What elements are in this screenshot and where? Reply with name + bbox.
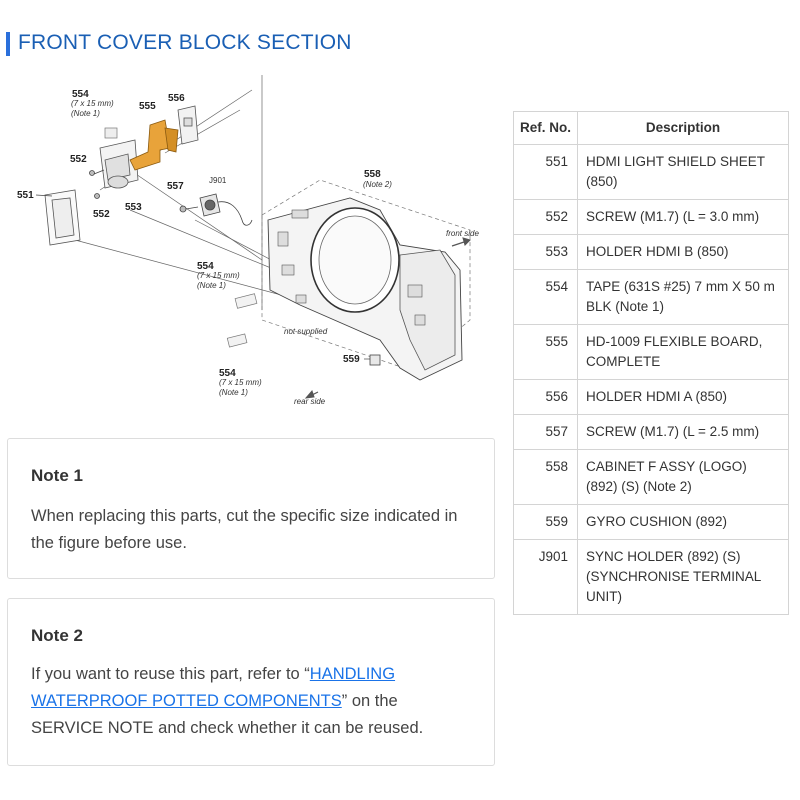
label-552-b: 552 (93, 209, 110, 220)
note-1-title: Note 1 (31, 466, 83, 485)
label-J901: J901 (209, 176, 227, 185)
ref-no-cell: 559 (513, 504, 578, 540)
part-551-shield-sheet (35, 189, 81, 246)
part-554-tape-low (226, 333, 248, 348)
description-cell: SCREW (M1.7) (L = 2.5 mm) (577, 414, 789, 450)
ref-no-cell: 555 (513, 324, 578, 380)
label-559: 559 (343, 354, 360, 365)
note-2-body: If you want to reuse this part, refer to… (31, 661, 474, 742)
note-1-card: Note 1 When replacing this parts, cut th… (7, 438, 495, 579)
description-cell: HOLDER HDMI B (850) (577, 234, 789, 270)
ref-no-cell: J901 (513, 539, 578, 615)
label-554-mid-note: (Note 1) (197, 281, 226, 290)
exploded-view-diagram: 554 555 556 552 551 552 553 557 558 554 … (17, 75, 479, 406)
header-description: Description (577, 111, 789, 145)
label-554-low: 554 (219, 368, 236, 379)
description-cell: HDMI LIGHT SHIELD SHEET (850) (577, 144, 789, 200)
part-553-holder-b (99, 139, 139, 189)
label-557: 557 (167, 181, 184, 192)
note-2-body-after: ” on the SERVICE NOTE and check whether … (31, 692, 424, 737)
front-side-arrow (451, 237, 471, 247)
label-554-low-size: (7 x 15 mm) (219, 378, 262, 387)
part-555-flex-board (129, 119, 179, 171)
title-accent-bar (6, 32, 10, 56)
label-551: 551 (17, 190, 34, 201)
part-552-screws (89, 169, 105, 199)
description-cell: SCREW (M1.7) (L = 3.0 mm) (577, 199, 789, 235)
label-556: 556 (168, 93, 185, 104)
part-556-holder-a (177, 105, 199, 145)
label-554-mid-size: (7 x 15 mm) (197, 271, 240, 280)
table-header-row: Ref. No. Description (513, 111, 789, 145)
ref-no-cell: 556 (513, 379, 578, 415)
header-ref-no: Ref. No. (513, 111, 578, 145)
label-554-top-note: (Note 1) (71, 109, 100, 118)
label-not-supplied: not supplied (284, 327, 328, 336)
label-558: 558 (364, 169, 381, 180)
ref-no-cell: 553 (513, 234, 578, 270)
note-2-card: Note 2 If you want to reuse this part, r… (7, 598, 495, 766)
ref-no-cell: 551 (513, 144, 578, 200)
page-title: FRONT COVER BLOCK SECTION (18, 31, 352, 54)
description-cell: HOLDER HDMI A (850) (577, 379, 789, 415)
ref-no-cell: 552 (513, 199, 578, 235)
handling-waterproof-link[interactable]: HANDLING WATERPROOF POTTED COMPONENTS (31, 665, 396, 710)
description-cell: CABINET F ASSY (LOGO) (892) (S) (Note 2) (577, 449, 789, 505)
description-cell: GYRO CUSHION (892) (577, 504, 789, 540)
note-2-title: Note 2 (31, 626, 83, 645)
part-554-tape-top (104, 127, 118, 139)
label-555: 555 (139, 101, 156, 112)
part-558-cabinet-f-assy (261, 179, 471, 381)
part-559-gyro-cushion (369, 354, 381, 366)
label-552-a: 552 (70, 154, 87, 165)
label-front-side: front side (446, 229, 479, 238)
ref-no-cell: 557 (513, 414, 578, 450)
label-554-mid: 554 (197, 261, 214, 272)
description-cell: HD-1009 FLEXIBLE BOARD, COMPLETE (577, 324, 789, 380)
label-553: 553 (125, 202, 142, 213)
note-2-body-before: If you want to reuse this part, refer to… (31, 665, 310, 683)
label-554-low-note: (Note 1) (219, 388, 248, 397)
label-558-note: (Note 2) (363, 180, 392, 189)
description-cell: SYNC HOLDER (892) (S) (SYNCHRONISE TERMI… (577, 539, 789, 615)
description-cell: TAPE (631S #25) 7 mm X 50 m BLK (Note 1) (577, 269, 789, 325)
ref-no-cell: 558 (513, 449, 578, 505)
part-554-tape-mid (234, 293, 258, 309)
label-554-top: 554 (72, 89, 89, 100)
label-554-top-size: (7 x 15 mm) (71, 99, 114, 108)
rear-side-arrow (304, 390, 319, 399)
note-1-body: When replacing this parts, cut the speci… (31, 507, 458, 552)
label-rear-side: rear side (294, 397, 326, 406)
part-J901-sync-holder (199, 193, 253, 226)
ref-no-cell: 554 (513, 269, 578, 325)
part-557-screw (179, 205, 199, 213)
